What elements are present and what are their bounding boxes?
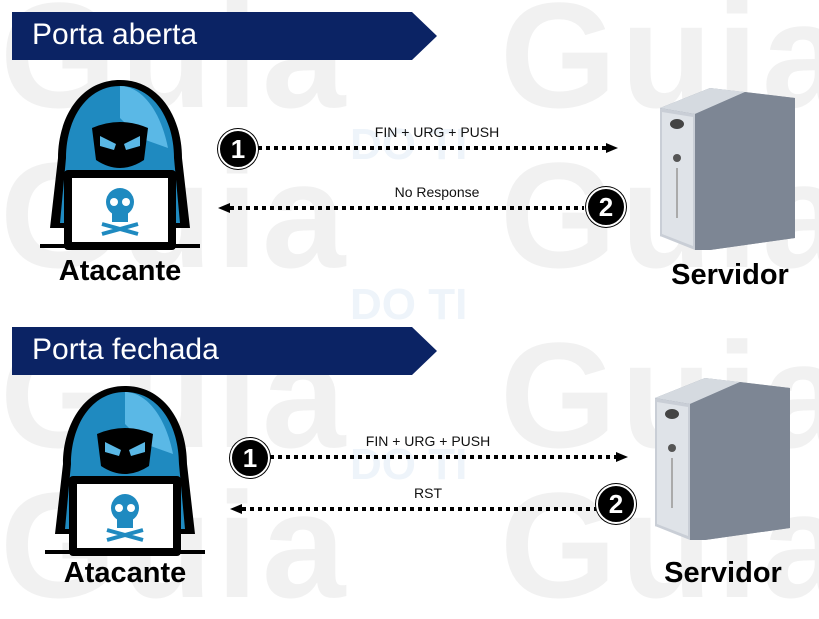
step-label: FIN + URG + PUSH [374,124,500,140]
attacker-label: Atacante [63,557,187,589]
section-title: Porta fechada [32,333,219,366]
server-icon [645,378,795,548]
step-number: 2 [586,187,626,227]
watermark-small: DO TI [350,120,468,169]
attacker-label: Atacante [58,255,182,287]
step-number: 2 [596,484,636,524]
step-label: No Response [394,184,480,200]
server-icon [650,88,800,258]
arrow-right [258,143,618,153]
step-number: 1 [230,438,270,478]
watermark-small: DO TI [350,440,468,489]
section-banner-closed: Porta fechada [12,327,437,375]
section-banner-open: Porta aberta [12,12,437,60]
hacker-icon [45,384,205,561]
server-label: Servidor [664,557,782,589]
section-title: Porta aberta [32,18,198,51]
watermark-small: DO TI [350,280,468,329]
step-number: 1 [218,129,258,169]
step-label: RST [414,485,442,501]
arrow-right [270,452,628,462]
arrow-left [230,504,596,514]
hacker-icon [40,78,200,255]
arrow-left [218,203,584,213]
step-label: FIN + URG + PUSH [365,433,491,449]
server-label: Servidor [671,259,789,291]
